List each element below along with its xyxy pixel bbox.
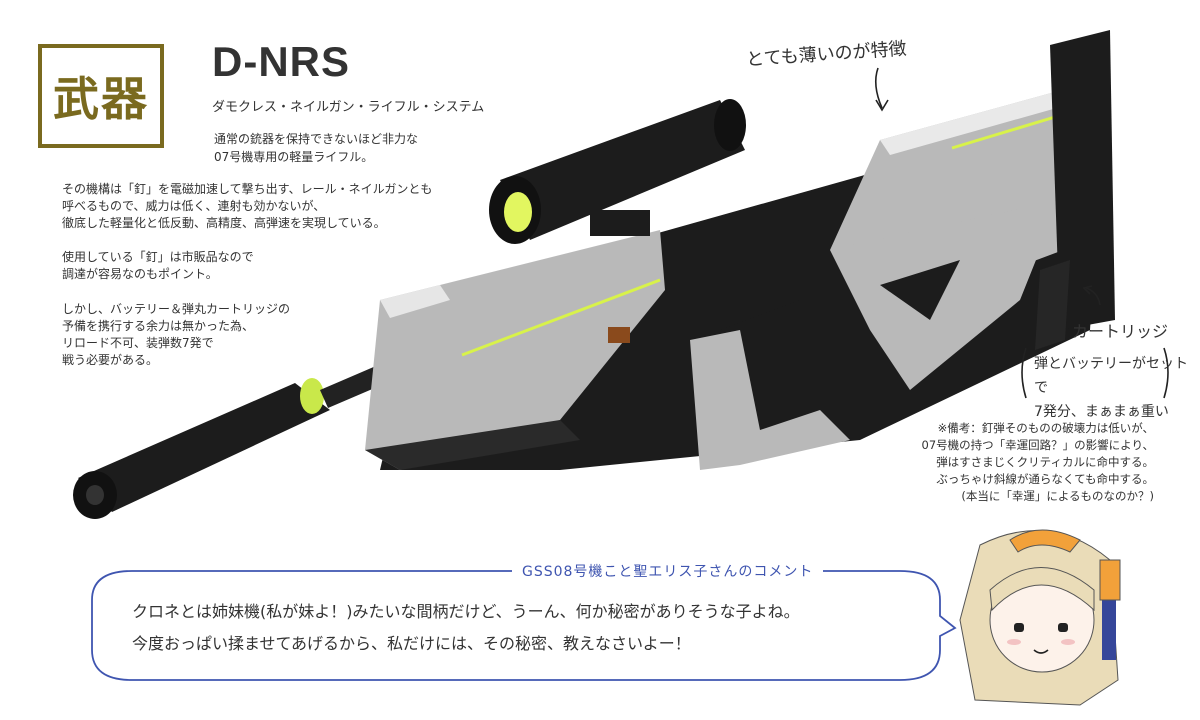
thin-feature-arrow bbox=[874, 67, 883, 109]
paragraph-line: リロード不可、装弾数7発で bbox=[62, 336, 214, 350]
description-paragraph: しかし、バッテリー＆弾丸カートリッジの 予備を携行する余力は無かった為、 リロー… bbox=[62, 301, 462, 369]
cartridge-arrow bbox=[1085, 287, 1101, 306]
front-shroud bbox=[365, 230, 665, 470]
character-avatar bbox=[959, 529, 1121, 706]
remarks-line: ※備考：釘弾そのものの破壊力は低いが、 bbox=[937, 421, 1154, 435]
remarks-line: ぶっちゃけ斜線が通らなくても命中する。 bbox=[936, 472, 1154, 486]
speech-bubble bbox=[91, 570, 957, 681]
paragraph-line: しかし、バッテリー＆弾丸カートリッジの bbox=[62, 302, 291, 316]
paragraph-line: その機構は「釘」を電磁加速して撃ち出す、レール・ネイルガンとも bbox=[62, 182, 433, 196]
cartridge-note: 弾とバッテリーがセットで 7発分、まぁまぁ重い bbox=[1034, 352, 1200, 424]
remarks-note: ※備考：釘弾そのものの破壊力は低いが、 07号機の持つ「幸運回路？」の影響により… bbox=[834, 420, 1154, 505]
remarks-line: 07号機の持つ「幸運回路？」の影響により、 bbox=[921, 438, 1154, 452]
stock bbox=[830, 30, 1115, 390]
trigger-guard bbox=[690, 330, 850, 470]
paragraph-line: 予備を携行する余力は無かった為、 bbox=[62, 319, 255, 333]
paragraph-line: 徹底した軽量化と低反動、高精度、高弾速を実現している。 bbox=[62, 216, 386, 230]
remarks-line: 弾はすさまじくクリティカルに命中する。 bbox=[936, 455, 1154, 469]
weapon-subtitle: ダモクレス・ネイルガン・ライフル・システム bbox=[212, 100, 485, 115]
cartridge-note-line: 7発分、まぁまぁ重い bbox=[1034, 404, 1169, 420]
cartridge-label: カートリッジ bbox=[1072, 322, 1169, 341]
comment-line: クロネとは姉妹機(私が妹よ！)みたいな間柄だけど、うーん、何か秘密がありそうな子… bbox=[132, 602, 800, 621]
intro-line: 通常の銃器を保持できないほど非力な bbox=[214, 132, 419, 146]
paragraph-line: 調達が容易なのもポイント。 bbox=[62, 267, 218, 281]
scope bbox=[489, 99, 746, 244]
description-paragraph: 使用している「釘」は市販品なので 調達が容易なのもポイント。 bbox=[62, 249, 462, 283]
weapon-name: D-NRS bbox=[212, 38, 350, 85]
comment-title: GSS08号機こと聖エリス子さんのコメント bbox=[512, 561, 824, 581]
remarks-line: (本当に「幸運」によるものなのか？) bbox=[961, 489, 1154, 503]
weapon-intro: 通常の銃器を保持できないほど非力な 07号機専用の軽量ライフル。 bbox=[214, 130, 418, 166]
cartridge-note-line: 弾とバッテリーがセットで bbox=[1034, 356, 1188, 396]
description-paragraph: その機構は「釘」を電磁加速して撃ち出す、レール・ネイルガンとも 呼べるもので、威… bbox=[62, 181, 462, 232]
paragraph-line: 使用している「釘」は市販品なので bbox=[62, 250, 254, 264]
paragraph-line: 戦う必要がある。 bbox=[62, 353, 159, 367]
suppressor bbox=[73, 378, 330, 519]
paragraph-line: 呼べるもので、威力は低く、連射も効かないが、 bbox=[62, 199, 326, 213]
comment-line: 今度おっぱい揉ませてあげるから、私だけには、その秘密、教えなさいよー！ bbox=[132, 634, 691, 653]
intro-line: 07号機専用の軽量ライフル。 bbox=[214, 150, 374, 164]
cartridge bbox=[1035, 260, 1070, 350]
stamp-text: 武器 bbox=[53, 72, 149, 126]
weapon-stamp: 武器 bbox=[38, 44, 164, 148]
